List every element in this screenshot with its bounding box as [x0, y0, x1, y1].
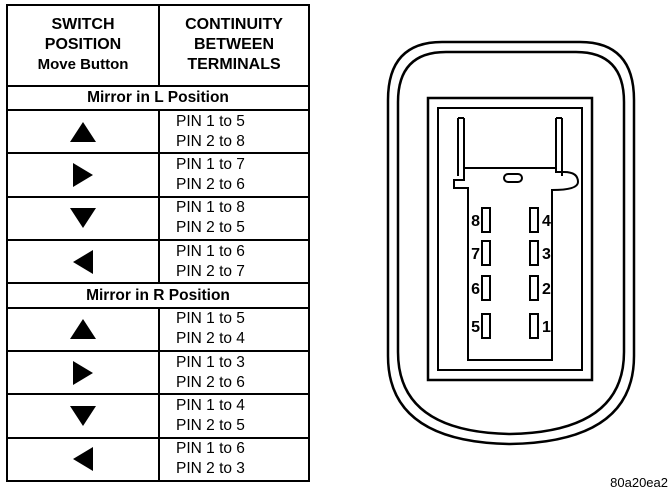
pin-pair: PIN 1 to 6	[176, 242, 245, 260]
header-continuity-line: CONTINUITY	[185, 16, 283, 34]
connector-inner-shell	[396, 50, 626, 436]
table-header-row: SWITCH POSITION Move Button CONTINUITY B…	[6, 4, 310, 87]
up-arrow-icon	[70, 121, 96, 142]
figure-code: 80a20ea2	[610, 475, 668, 490]
section-header-row: Mirror in R Position	[6, 282, 310, 309]
header-move-button-line: Move Button	[37, 56, 129, 74]
pin-pair: PIN 2 to 5	[176, 416, 245, 434]
section-title: Mirror in L Position	[6, 84, 310, 111]
connector-outer-shell	[386, 40, 636, 446]
pin-pair: PIN 1 to 6	[176, 440, 245, 458]
pin-pair: PIN 1 to 5	[176, 310, 245, 328]
right-arrow-icon	[73, 162, 93, 187]
move-button-cell	[6, 393, 160, 439]
up-arrow-icon	[70, 319, 96, 340]
right-pin-terminals	[529, 207, 539, 339]
pin-label-1: 1	[542, 319, 551, 336]
move-button-cell	[6, 436, 160, 483]
table-row: PIN 1 to 7 PIN 2 to 6	[6, 152, 310, 198]
move-button-cell	[6, 195, 160, 241]
continuity-cell: PIN 1 to 5 PIN 2 to 8	[158, 108, 310, 155]
down-arrow-icon	[70, 208, 96, 229]
table-row: PIN 1 to 4 PIN 2 to 5	[6, 393, 310, 439]
connector-housing-outer	[426, 96, 594, 382]
pin-pair: PIN 2 to 6	[176, 373, 245, 391]
pin-label-4: 4	[542, 213, 551, 230]
header-switch-line: SWITCH	[51, 16, 115, 34]
pin-pair: PIN 2 to 3	[176, 460, 245, 478]
pin-label-6: 6	[471, 281, 480, 298]
pin-label-8: 8	[471, 213, 480, 230]
section-title: Mirror in R Position	[6, 282, 310, 309]
table-row: PIN 1 to 6 PIN 2 to 7	[6, 238, 310, 285]
right-arrow-icon	[73, 360, 93, 385]
move-button-cell	[6, 349, 160, 396]
continuity-cell: PIN 1 to 5 PIN 2 to 4	[158, 306, 310, 352]
pin-pair: PIN 1 to 5	[176, 112, 245, 130]
move-button-cell	[6, 306, 160, 352]
table-row: PIN 1 to 5 PIN 2 to 8	[6, 108, 310, 155]
table-row: PIN 1 to 5 PIN 2 to 4	[6, 306, 310, 352]
pin-pair: PIN 2 to 8	[176, 132, 245, 150]
section-header-row: Mirror in L Position	[6, 84, 310, 111]
move-button-cell	[6, 152, 160, 198]
left-pin-terminals	[481, 207, 491, 339]
down-arrow-icon	[70, 405, 96, 426]
pin-label-7: 7	[471, 246, 480, 263]
connector-housing-inner	[437, 107, 583, 371]
move-button-cell	[6, 238, 160, 285]
pin-pair: PIN 2 to 4	[176, 330, 245, 348]
key-slot	[503, 173, 523, 183]
pin-label-3: 3	[542, 246, 551, 263]
switch-position-header: SWITCH POSITION Move Button	[6, 4, 160, 87]
left-arrow-icon	[73, 249, 93, 274]
pin-pair: PIN 1 to 3	[176, 353, 245, 371]
pin-pair: PIN 2 to 5	[176, 219, 245, 237]
continuity-header: CONTINUITY BETWEEN TERMINALS	[158, 4, 310, 87]
table-row: PIN 1 to 3 PIN 2 to 6	[6, 349, 310, 396]
pin-pair: PIN 2 to 6	[176, 175, 245, 193]
header-between-line: BETWEEN	[194, 36, 274, 54]
continuity-cell: PIN 1 to 6 PIN 2 to 3	[158, 436, 310, 483]
pin-pair: PIN 1 to 4	[176, 396, 245, 414]
switch-continuity-table: SWITCH POSITION Move Button CONTINUITY B…	[6, 4, 310, 483]
header-terminals-line: TERMINALS	[187, 56, 281, 74]
pin-label-2: 2	[542, 281, 551, 298]
continuity-cell: PIN 1 to 3 PIN 2 to 6	[158, 349, 310, 396]
table-row: PIN 1 to 6 PIN 2 to 3	[6, 436, 310, 483]
continuity-cell: PIN 1 to 7 PIN 2 to 6	[158, 152, 310, 198]
continuity-cell: PIN 1 to 4 PIN 2 to 5	[158, 393, 310, 439]
pin-pair: PIN 1 to 7	[176, 155, 245, 173]
header-position-line: POSITION	[44, 36, 122, 54]
pin-pair: PIN 2 to 7	[176, 262, 245, 280]
continuity-cell: PIN 1 to 6 PIN 2 to 7	[158, 238, 310, 285]
pin-pair: PIN 1 to 8	[176, 199, 245, 217]
move-button-cell	[6, 108, 160, 155]
pin-cavity-outline	[453, 167, 580, 361]
left-arrow-icon	[73, 447, 93, 472]
continuity-cell: PIN 1 to 8 PIN 2 to 5	[158, 195, 310, 241]
pin-label-5: 5	[471, 319, 480, 336]
connector-diagram: 8 7 6 5 4 3 2 1	[386, 40, 636, 446]
table-row: PIN 1 to 8 PIN 2 to 5	[6, 195, 310, 241]
